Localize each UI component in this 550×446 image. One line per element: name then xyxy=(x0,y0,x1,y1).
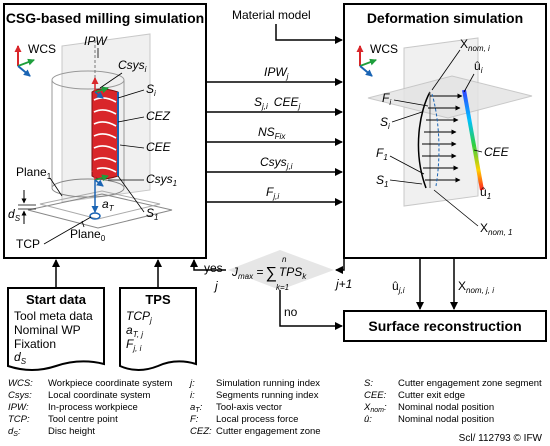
deformation-wcs-axes-icon xyxy=(356,45,377,77)
tps-title: TPS xyxy=(145,292,171,307)
tps-line-2: aT, j xyxy=(126,323,143,339)
surface-reconstruction-box xyxy=(343,310,547,342)
loop-j-plus-label: j+1 xyxy=(334,277,352,291)
output-x-label: Xnom, j, i xyxy=(458,279,494,295)
credit-line: Scl/ 112793 © IFW xyxy=(459,433,543,444)
legend-desc-csys: Local coordinate system xyxy=(48,390,151,401)
start-data-line-1: Tool meta data xyxy=(14,309,93,323)
legend-abbr-j: j: xyxy=(188,378,195,389)
xnom-i-label: Xnom, i xyxy=(460,37,490,53)
def-s-i-label: Si xyxy=(380,115,390,131)
legend-abbr-ds: dS: xyxy=(8,426,21,438)
legend-desc-i: Segments running index xyxy=(216,390,319,401)
legend-abbr-i: i: xyxy=(190,390,195,401)
loop-j-plus-arrow xyxy=(335,236,345,274)
loop-no-label: no xyxy=(284,305,298,319)
legend-abbr-cee: CEE: xyxy=(364,390,387,401)
ds-label: dS xyxy=(8,207,21,223)
legend-desc-cez: Cutter engagement zone xyxy=(216,426,321,437)
f-i-label: Fi xyxy=(382,91,391,107)
deformation-graphic xyxy=(367,37,533,207)
loop-yes-label: yes xyxy=(204,261,223,275)
transfer-force: Fj,i xyxy=(266,185,279,201)
legend-abbr-ipw: IPW: xyxy=(8,402,29,413)
start-data-ds: dS xyxy=(14,350,27,366)
transfer-ipw: IPWj xyxy=(264,65,289,81)
transfer-csys: Csysj,i xyxy=(260,155,293,171)
loop-yes-arrow xyxy=(190,259,226,271)
jmax-formula: Jmax =∑TPSk xyxy=(231,265,307,282)
csys-1-label: Csys1 xyxy=(146,172,177,188)
ds-indicator xyxy=(18,190,36,224)
csg-box-title: CSG-based milling simulation xyxy=(6,10,204,26)
csg-wcs-axes-icon xyxy=(14,45,35,77)
a-t-label: aT xyxy=(102,197,115,213)
deformation-wcs-label: WCS xyxy=(370,42,398,56)
tcp-label: TCP xyxy=(16,237,40,251)
start-data-line-2: Nominal WP xyxy=(14,323,81,337)
output-u-label: ûj,i xyxy=(392,279,405,295)
start-data-title: Start data xyxy=(26,292,87,307)
legend-abbr-xnom: Xnom: xyxy=(363,402,387,414)
u-1-label: û1 xyxy=(480,185,491,201)
legend-abbr-f: F: xyxy=(190,414,199,425)
tps-line-1: TCPj xyxy=(126,309,152,325)
decision-shape xyxy=(228,250,334,290)
transfer-arrows xyxy=(206,78,343,206)
csg-graphic xyxy=(27,33,173,229)
plane1-label: Plane1 xyxy=(16,165,52,181)
legend-desc-wcs: Workpiece coordinate system xyxy=(48,378,173,389)
loop-j-label: j xyxy=(213,279,218,293)
material-model-arrow xyxy=(275,24,343,44)
u-i-label: ûi xyxy=(474,59,483,75)
legend-abbr-wcs: WCS: xyxy=(8,378,33,389)
plane0-label: Plane0 xyxy=(70,227,106,243)
start-data-document xyxy=(7,287,105,371)
legend-abbr-at: aT: xyxy=(190,402,203,414)
start-data-line-3: Fixation xyxy=(14,337,56,351)
legend-desc-cee: Cutter exit edge xyxy=(398,390,465,401)
legend-desc-tcp: Tool centre point xyxy=(48,414,118,425)
legend-desc-s: Cutter engagement zone segment xyxy=(398,378,542,389)
f-1-label: F1 xyxy=(376,146,388,162)
deformation-box-title: Deformation simulation xyxy=(367,10,523,26)
legend-abbr-s: S: xyxy=(364,378,373,389)
legend-desc-j: Simulation running index xyxy=(216,378,320,389)
legend-abbr-cez: CEZ: xyxy=(190,426,212,437)
cee-label: CEE xyxy=(146,140,172,154)
sum-top: n xyxy=(282,255,287,264)
def-s-1-label: S1 xyxy=(376,173,388,189)
material-model-label: Material model xyxy=(232,8,311,22)
def-cee-label: CEE xyxy=(484,145,510,159)
tps-document xyxy=(119,287,197,371)
legend: WCS: Workpiece coordinate system Csys: L… xyxy=(8,378,542,438)
s-i-label: Si xyxy=(146,82,156,98)
legend-desc-ds: Disc height xyxy=(48,426,95,437)
csys-i-label: Csysi xyxy=(118,58,147,74)
cez-label: CEZ xyxy=(146,109,171,123)
legend-desc-u: Nominal nodal position xyxy=(398,414,494,425)
legend-abbr-tcp: TCP: xyxy=(8,414,30,425)
legend-abbr-csys: Csys: xyxy=(8,390,32,401)
s-1-label: S1 xyxy=(146,206,158,222)
legend-desc-at: Tool-axis vector xyxy=(216,402,282,413)
legend-desc-f: Local process force xyxy=(216,414,298,425)
tps-line-3: Fj, i xyxy=(126,337,142,353)
surface-box-title: Surface reconstruction xyxy=(368,318,521,334)
legend-desc-xnom: Nominal nodal position xyxy=(398,402,494,413)
legend-abbr-u: û: xyxy=(364,414,372,425)
loop-no-arrow xyxy=(279,290,343,330)
legend-desc-ipw: In-process workpiece xyxy=(48,402,138,413)
sum-bottom: k=1 xyxy=(276,283,289,292)
xnom-1-label: Xnom, 1 xyxy=(480,221,512,237)
ipw-label: IPW xyxy=(84,34,108,48)
transfer-ns-fix: NSFix xyxy=(258,125,286,141)
csg-wcs-label: WCS xyxy=(28,42,56,56)
